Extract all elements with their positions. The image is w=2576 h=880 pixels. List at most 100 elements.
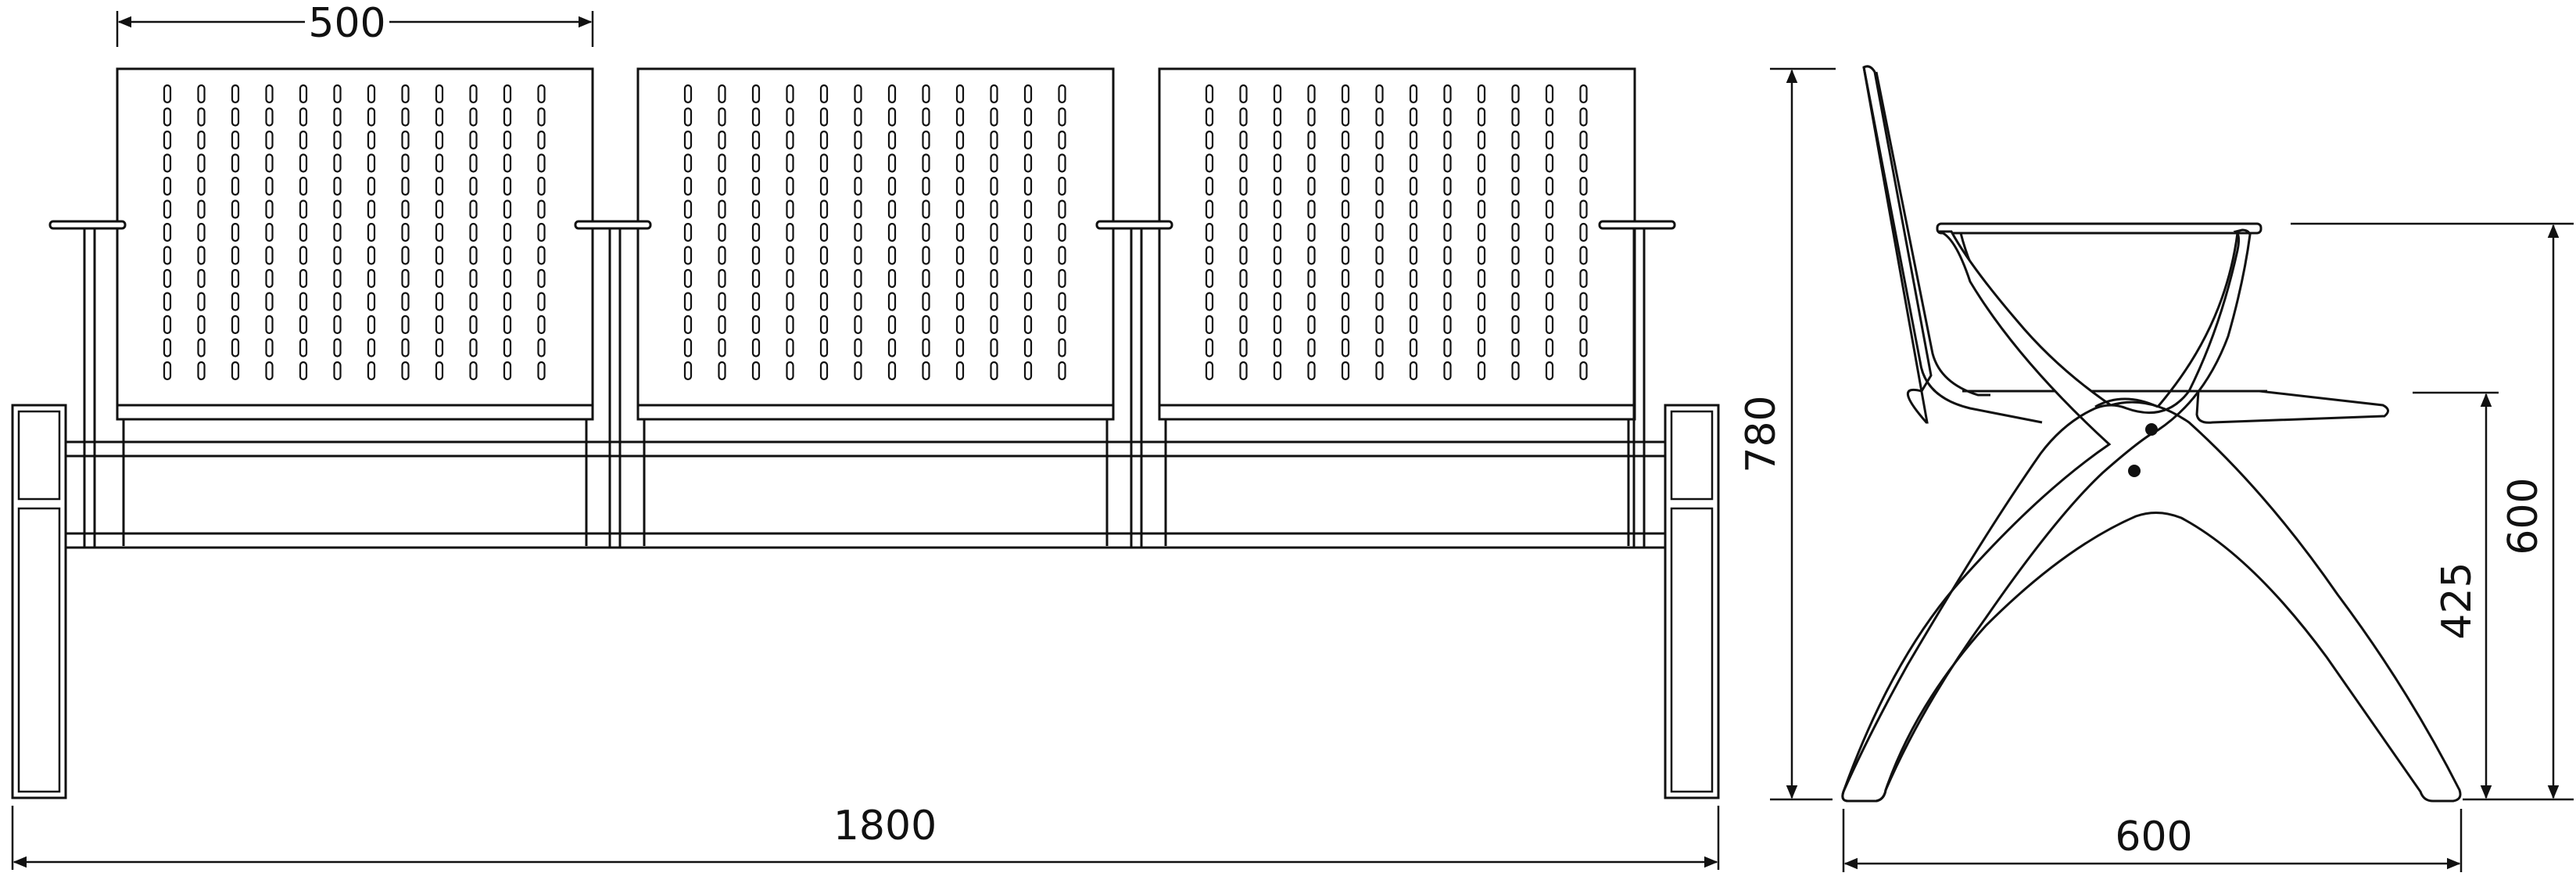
perforation-slot xyxy=(469,314,478,335)
perforation-slot xyxy=(922,292,930,311)
perforation-slot xyxy=(1545,338,1554,357)
perforation-slot xyxy=(751,314,761,335)
perforation-slot xyxy=(1409,176,1418,196)
side-view: 780 600 425 600 xyxy=(1738,65,2574,872)
perforation-slot xyxy=(469,130,478,150)
perforation-slot xyxy=(367,107,376,127)
perforation-slot xyxy=(333,130,342,150)
dimension-label-600-horizontal: 600 xyxy=(2115,814,2192,860)
perforation-slot xyxy=(197,361,206,381)
perforation-slot xyxy=(265,130,274,150)
perforation-slot xyxy=(786,338,794,357)
perforation-slot xyxy=(1023,292,1033,311)
perforation-slot xyxy=(231,222,240,242)
perforation-slot xyxy=(197,176,206,196)
perforation-slot xyxy=(718,292,726,311)
perforation-slot xyxy=(922,338,930,357)
perforation-slot xyxy=(367,361,376,381)
perforation-slot xyxy=(537,153,546,173)
perforation-slot xyxy=(1443,246,1452,265)
perforation-slot xyxy=(887,130,897,150)
perforation-slot xyxy=(1375,292,1384,311)
perforation-slot xyxy=(1239,222,1248,242)
perforation-slot xyxy=(955,107,965,127)
perforation-slot xyxy=(1307,268,1316,289)
perforation-slot xyxy=(367,338,376,357)
perforation-slot xyxy=(1579,153,1588,173)
perforation-slot xyxy=(887,176,897,196)
perforation-slot xyxy=(1375,338,1384,357)
perforation-slot xyxy=(1579,338,1588,357)
perforation-slot xyxy=(435,338,444,357)
perforation-slot xyxy=(1205,268,1214,289)
perforation-slot xyxy=(401,199,410,219)
perforation-slot xyxy=(1239,314,1248,335)
perforation-slot xyxy=(367,176,376,196)
perforation-slot xyxy=(1545,84,1554,104)
perforation-slot xyxy=(1477,246,1486,265)
perforation-slot xyxy=(299,361,308,381)
perforation-slot xyxy=(231,246,240,265)
perforation-slot xyxy=(751,338,761,357)
perforation-slot xyxy=(1545,361,1554,381)
perforation-slot xyxy=(683,222,693,242)
perforation-slot xyxy=(1477,292,1486,311)
perforation-slot xyxy=(435,199,444,219)
perforation-slot xyxy=(1545,268,1554,289)
perforation-slot xyxy=(1023,222,1033,242)
perforation-slot xyxy=(333,176,342,196)
perforation-slot xyxy=(683,292,693,311)
perforation-slot xyxy=(718,222,726,242)
perforation-slot xyxy=(299,84,308,104)
perforation-slot xyxy=(333,314,342,335)
perforation-slot xyxy=(1409,107,1418,127)
perforation-slot xyxy=(1307,222,1316,242)
perforation-slot xyxy=(1307,361,1316,381)
side-armrest xyxy=(2195,390,2389,424)
perforation-slot xyxy=(1511,176,1520,196)
perforation-slot xyxy=(503,176,512,196)
perforation-slot xyxy=(537,176,546,196)
perforation-slot xyxy=(1273,268,1282,289)
perforation-slot xyxy=(1058,84,1066,104)
perforation-slot xyxy=(401,153,410,173)
perforation-slot xyxy=(163,107,172,127)
perforation-slot xyxy=(718,130,726,150)
perforation-slot xyxy=(786,246,794,265)
perforation-slot xyxy=(718,84,726,104)
perforation-slot xyxy=(163,222,172,242)
perforation-slot xyxy=(1511,268,1520,289)
perforation-slot xyxy=(537,361,546,381)
perforation-slot xyxy=(1477,314,1486,335)
perforation-slot xyxy=(367,222,376,242)
perforation-slot xyxy=(1239,84,1248,104)
dimension-total-length: 1800 xyxy=(11,803,1720,870)
perforation-slot xyxy=(503,314,512,335)
perforation-slot xyxy=(1579,246,1588,265)
perforation-slot xyxy=(990,176,998,196)
perforation-slot xyxy=(469,338,478,357)
left-end-leg xyxy=(11,404,67,799)
perforation-slot xyxy=(1058,176,1066,196)
perforation-slot xyxy=(819,246,829,265)
perforation-slot xyxy=(854,361,862,381)
perforation-slot xyxy=(163,314,172,335)
perforation-slot xyxy=(163,84,172,104)
perforation-slot xyxy=(299,246,308,265)
perforation-slot xyxy=(1273,176,1282,196)
perforation-slot xyxy=(1375,130,1384,150)
perforation-slot xyxy=(922,268,930,289)
perforation-slot xyxy=(1058,268,1066,289)
perforation-slot xyxy=(163,176,172,196)
perforation-slot xyxy=(1023,107,1033,127)
perforation-slot xyxy=(786,199,794,219)
perforation-slot xyxy=(469,268,478,289)
perforation-slot xyxy=(990,246,998,265)
perforation-slot xyxy=(1341,314,1350,335)
perforation-slot xyxy=(1273,222,1282,242)
perforation-slot xyxy=(683,84,693,104)
perforation-slot xyxy=(786,292,794,311)
perforation-slot xyxy=(1307,314,1316,335)
perforation-slot xyxy=(401,246,410,265)
perforation-slot xyxy=(1409,292,1418,311)
